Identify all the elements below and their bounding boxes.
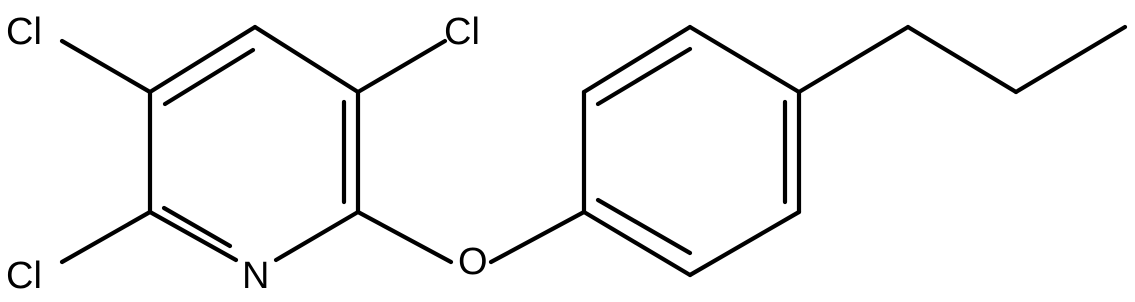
bond-c5p-c6p (687, 209, 802, 278)
bond-c3-c4 (147, 24, 258, 95)
bond-n-c2-inner (161, 205, 233, 249)
bond-c4p-ca (796, 24, 911, 95)
atom-oxygen: O (458, 241, 488, 283)
atom-nitrogen: N (242, 255, 269, 297)
bond-c6-o (355, 209, 454, 265)
phenyl-ring (581, 24, 802, 278)
bond-c5-cl (355, 38, 448, 95)
atom-labels: Cl Cl Cl N O (6, 11, 488, 297)
bond-o-c1prime (488, 209, 587, 265)
bond-ca-cb (905, 24, 1019, 95)
atom-cl-bottom-left: Cl (6, 255, 42, 297)
bond-c2p-c3p (581, 24, 693, 95)
bond-c3-cl (59, 38, 153, 95)
atom-cl-top-right: Cl (444, 11, 480, 53)
bond-c3p-c4p (687, 24, 802, 95)
bond-c4-c5 (252, 24, 361, 95)
bond-cb-cc (1013, 24, 1128, 95)
bond-c6p-c1p (581, 209, 693, 278)
bond-c6p-c1p-inner (595, 197, 693, 256)
pyridine-ring (147, 24, 361, 263)
bond-c3-c4-inner (162, 47, 256, 107)
propyl-chain (796, 24, 1128, 95)
chlorine-bonds (59, 38, 448, 265)
bond-c2p-c3p-inner (595, 46, 693, 107)
bond-n-c2 (147, 209, 239, 263)
bond-c2-cl (59, 209, 153, 265)
ether-linkage (355, 209, 587, 265)
bond-c6-n (273, 209, 361, 263)
atom-cl-top-left: Cl (6, 11, 42, 53)
